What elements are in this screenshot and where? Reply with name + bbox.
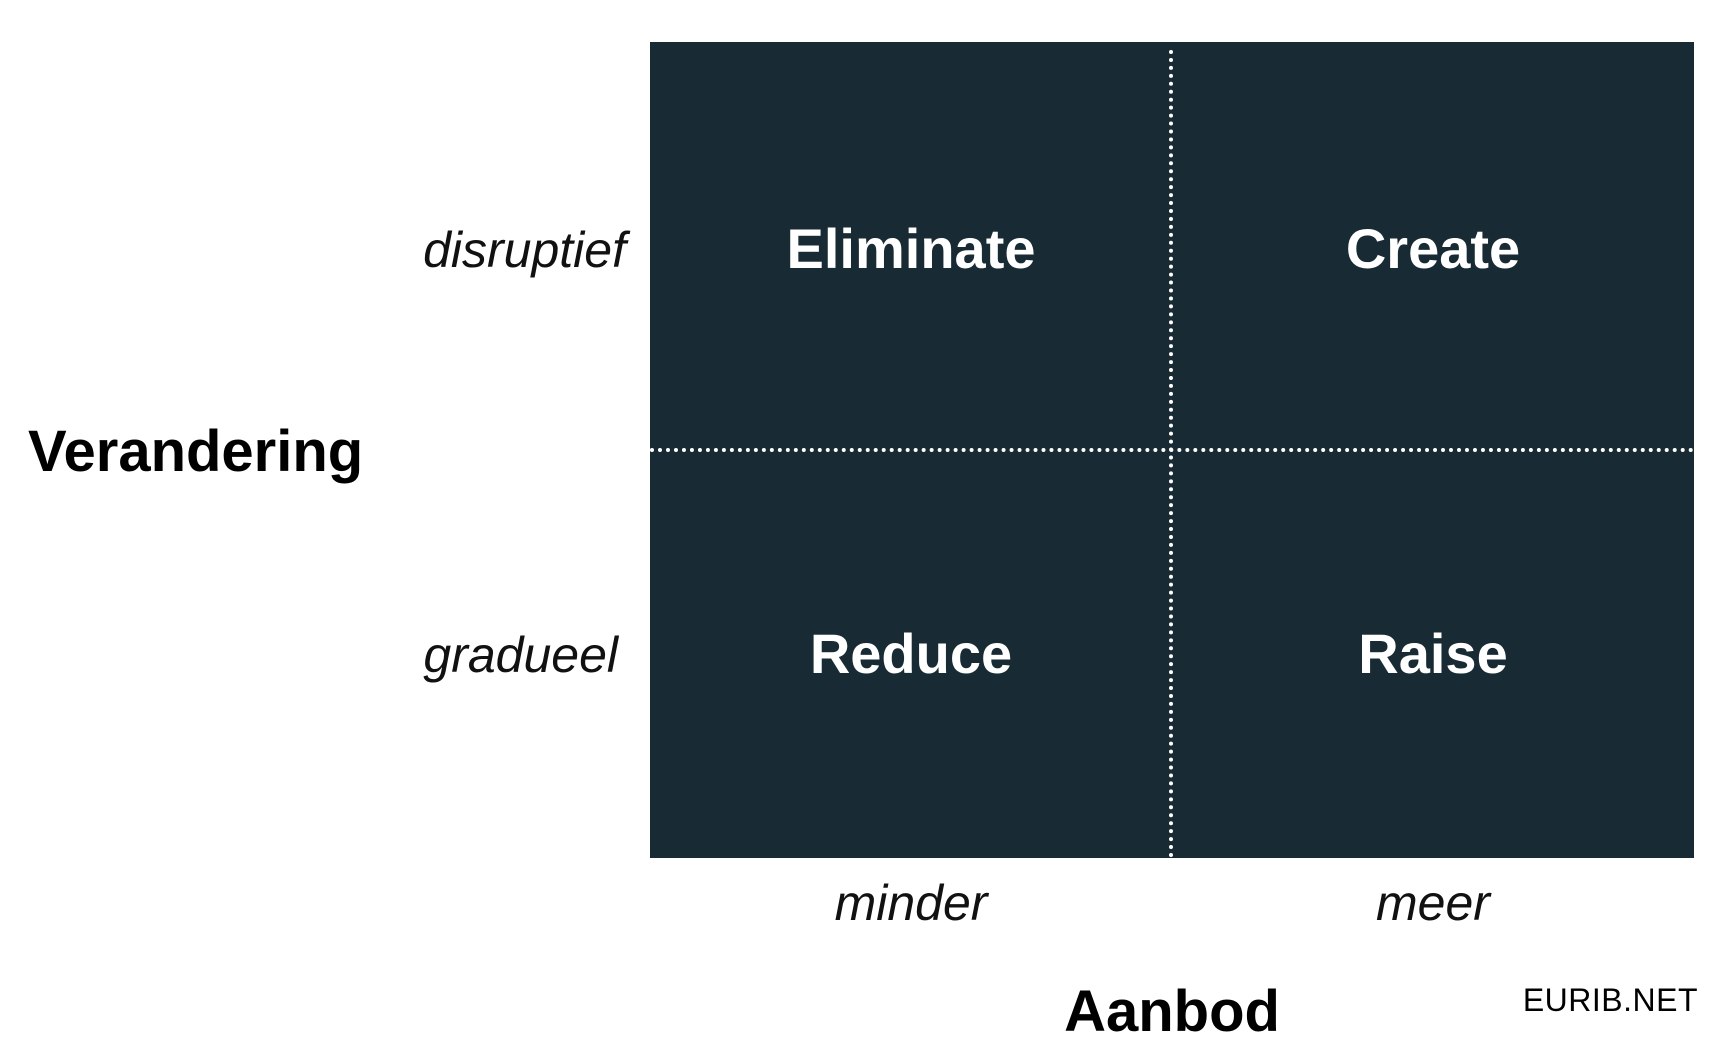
quadrant-create: Create <box>1345 217 1521 280</box>
y-axis-title: Verandering <box>28 419 364 484</box>
quadrant-raise: Raise <box>1358 622 1508 685</box>
quadrant-eliminate: Eliminate <box>786 217 1036 280</box>
row-label-top: disruptief <box>423 222 626 278</box>
column-label-right: meer <box>1376 875 1490 931</box>
quadrant-matrix: Eliminate Create Reduce Raise <box>650 42 1694 858</box>
x-axis-title: Aanbod <box>1064 979 1280 1044</box>
column-label-left: minder <box>834 875 988 931</box>
quadrant-reduce: Reduce <box>809 622 1013 685</box>
horizontal-divider <box>650 448 1694 452</box>
vertical-divider <box>1169 50 1173 858</box>
row-label-bottom: gradueel <box>423 627 618 683</box>
eurib-watermark: EURIB.NET <box>1522 982 1698 1018</box>
